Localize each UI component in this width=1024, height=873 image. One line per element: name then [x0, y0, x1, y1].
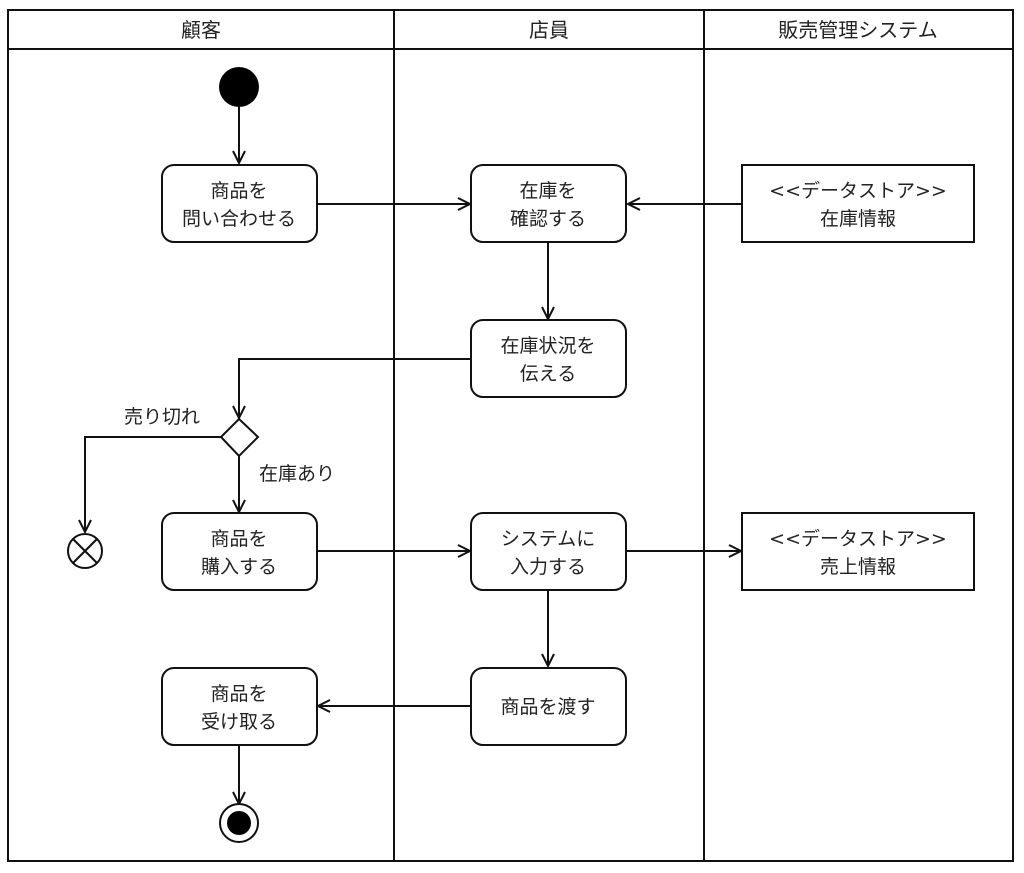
action-label-line1: 商品を: [210, 683, 267, 705]
swimlane-frame: [7, 9, 1014, 862]
action-check-stock: 在庫を 確認する: [470, 164, 627, 243]
action-label-line1: 在庫を: [519, 180, 576, 202]
guard-sold-out: 売り切れ: [124, 406, 200, 428]
datastore-stock-info: <<データストア>> 在庫情報: [741, 164, 975, 243]
action-label-line1: 商品を: [210, 528, 267, 550]
datastore-stereotype: <<データストア>>: [769, 180, 947, 202]
edges: [85, 107, 742, 804]
action-inquire-product: 商品を 問い合わせる: [161, 164, 318, 243]
guard-in-stock: 在庫あり: [259, 463, 335, 485]
action-label-line1: 商品を: [210, 180, 267, 202]
action-input-system: システムに 入力する: [470, 512, 627, 591]
action-hand-over-product: 商品を渡す: [470, 667, 627, 746]
lane-header-clerk: 店員: [529, 18, 569, 42]
lane-header-customer: 顧客: [181, 18, 221, 42]
action-purchase-product: 商品を 購入する: [161, 512, 318, 591]
datastore-name: 在庫情報: [820, 208, 896, 230]
action-tell-stock-status: 在庫状況を 伝える: [470, 319, 627, 398]
action-label-line1: 在庫状況を: [500, 335, 595, 357]
datastore-stereotype: <<データストア>>: [769, 528, 947, 550]
action-label-line2: 入力する: [510, 556, 586, 578]
datastore-sales-info: <<データストア>> 売上情報: [741, 512, 975, 591]
lane-header-system: 販売管理システム: [778, 18, 937, 42]
action-label-line2: 確認する: [510, 208, 586, 230]
action-label-line2: 伝える: [520, 363, 576, 385]
activity-final-node: [219, 803, 259, 843]
datastore-name: 売上情報: [820, 556, 896, 578]
action-label-line2: 受け取る: [201, 711, 277, 733]
action-label-line2: 問い合わせる: [182, 208, 296, 230]
action-label: 商品を渡す: [500, 696, 595, 718]
action-label-line2: 購入する: [201, 556, 277, 578]
edge-decision-to-flowfinal: [85, 436, 221, 532]
decision-node: [219, 417, 260, 458]
edge-tell-to-decision: [239, 358, 471, 418]
outer-frame: [7, 9, 1014, 862]
action-receive-product: 商品を 受け取る: [161, 667, 318, 746]
initial-node: [219, 67, 259, 107]
flow-final-node: [67, 533, 103, 569]
action-label-line1: システムに: [501, 528, 595, 550]
